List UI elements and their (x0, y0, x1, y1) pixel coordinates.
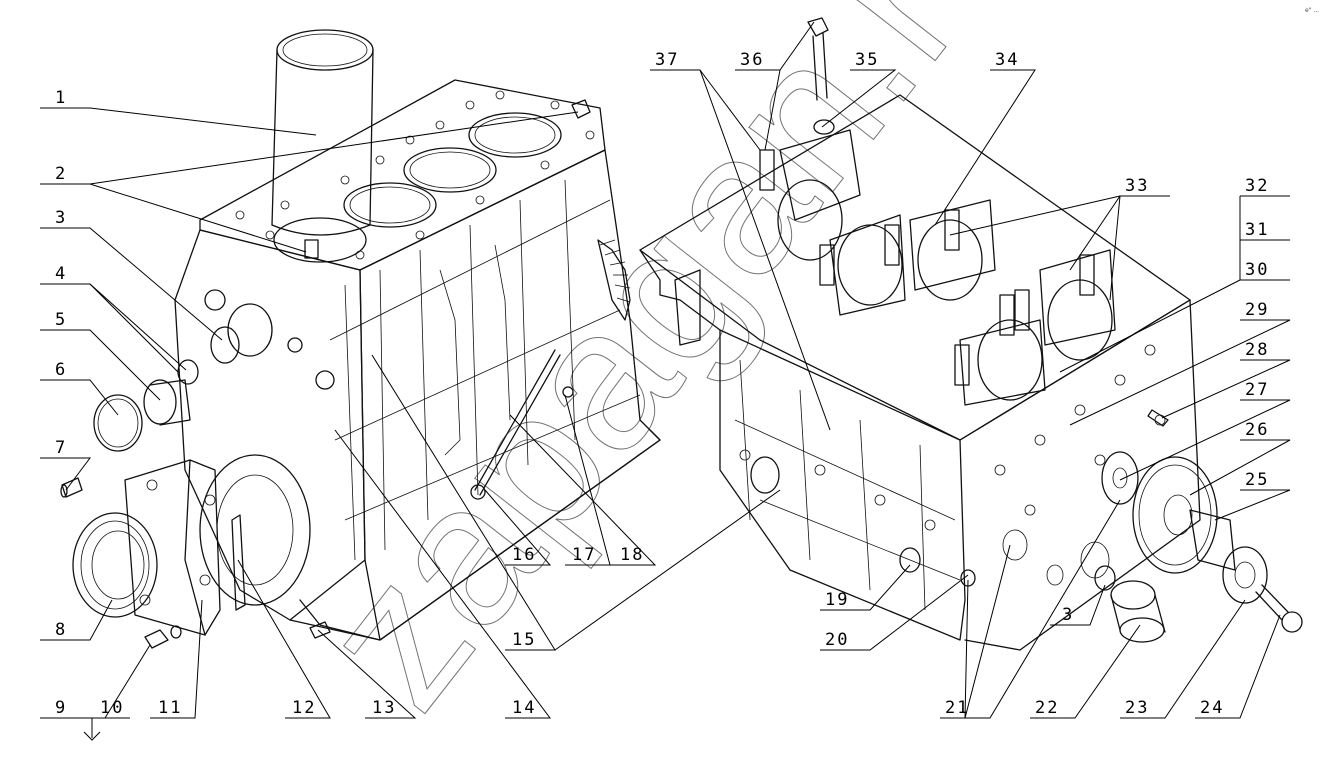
corner-mark: e" ... (1305, 7, 1319, 14)
callout-8: 8 (55, 620, 67, 640)
callout-1: 1 (55, 88, 67, 108)
callout-3: 3 (55, 208, 67, 228)
callout-26: 26 (1245, 420, 1269, 440)
callout-32: 32 (1245, 176, 1269, 196)
callout-15: 15 (512, 630, 536, 650)
callout-33: 33 (1125, 176, 1149, 196)
dowel-28 (1147, 409, 1169, 427)
callout-31: 31 (1245, 220, 1269, 240)
callout-3-right: 3 (1062, 605, 1074, 625)
callout-35: 35 (855, 50, 879, 70)
callout-9: 9 (55, 698, 67, 718)
callout-14: 14 (512, 698, 536, 718)
right-cylinder-block (639, 94, 1201, 651)
callout-27: 27 (1245, 380, 1269, 400)
callout-labels: 1 2 3 4 5 6 7 8 9 10 11 12 13 14 15 16 1… (55, 50, 1269, 718)
callout-21: 21 (945, 698, 969, 718)
callout-30: 30 (1245, 260, 1269, 280)
callout-22: 22 (1035, 698, 1059, 718)
callout-10: 10 (100, 698, 124, 718)
callout-16: 16 (512, 545, 536, 565)
dowel-13 (309, 621, 331, 639)
main-bearing-bolt (807, 17, 835, 135)
callout-4: 4 (55, 264, 67, 284)
callout-29: 29 (1245, 300, 1269, 320)
callout-6: 6 (55, 360, 67, 380)
callout-37: 37 (655, 50, 679, 70)
rear-seal-housing (72, 459, 246, 636)
bolt-10 (144, 625, 182, 649)
callout-24: 24 (1200, 698, 1224, 718)
callout-7: 7 (55, 438, 67, 458)
left-seals (93, 326, 240, 452)
callout-25: 25 (1245, 470, 1269, 490)
front-gear-train (1101, 451, 1303, 633)
leader-lines (40, 21, 1291, 741)
callout-11: 11 (158, 698, 182, 718)
callout-36: 36 (740, 50, 764, 70)
callout-28: 28 (1245, 340, 1269, 360)
callout-23: 23 (1125, 698, 1149, 718)
callout-2: 2 (55, 164, 67, 184)
callout-17: 17 (572, 545, 596, 565)
cylinder-liner (271, 29, 374, 236)
left-cylinder-block (174, 79, 661, 641)
callout-12: 12 (292, 698, 316, 718)
dowel-pin-7 (60, 477, 83, 498)
callout-34: 34 (995, 50, 1019, 70)
callout-18: 18 (620, 545, 644, 565)
callout-13: 13 (372, 698, 396, 718)
callout-5: 5 (55, 310, 67, 330)
callout-19: 19 (825, 590, 849, 610)
bushing-22 (1094, 565, 1166, 643)
callout-20: 20 (825, 630, 849, 650)
